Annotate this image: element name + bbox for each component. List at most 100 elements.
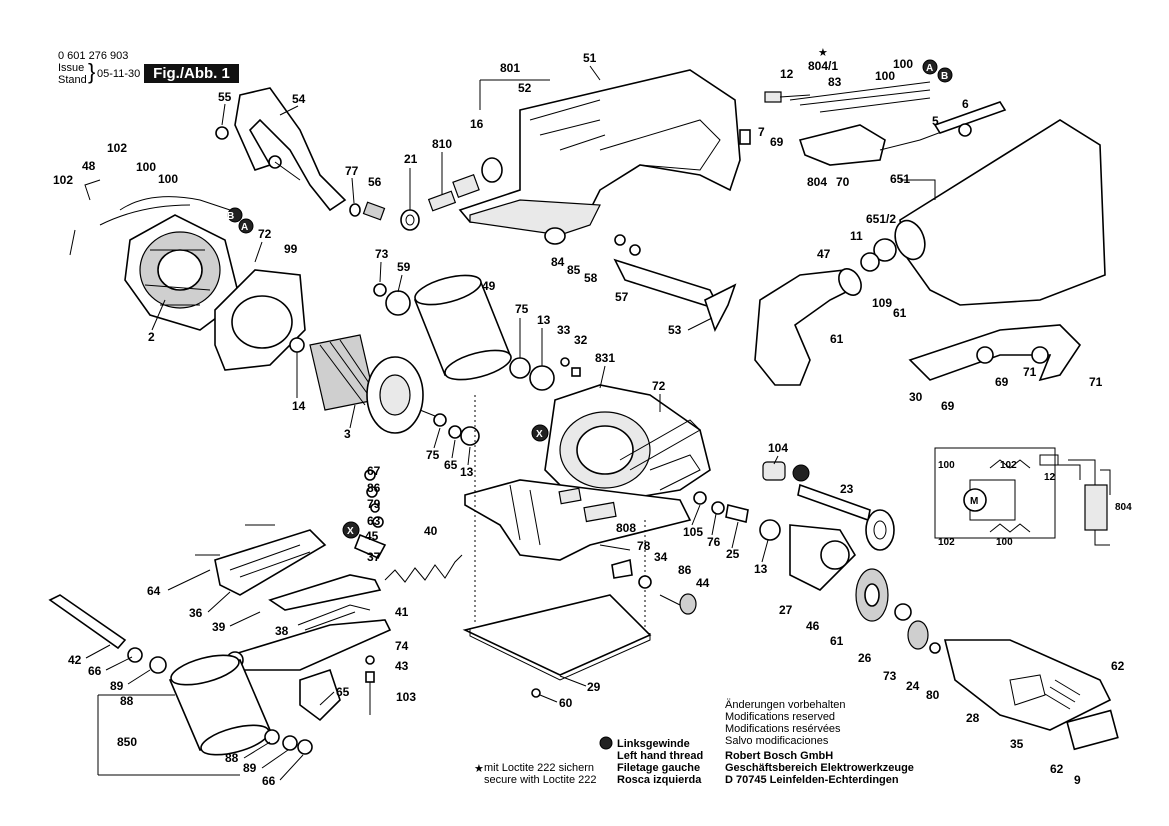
callout-83: 83: [828, 75, 842, 89]
callout-58: 58: [584, 271, 598, 285]
callout-26: 26: [858, 651, 872, 665]
company-name: Robert Bosch GmbH: [725, 750, 834, 762]
callout-73: 73: [375, 247, 389, 261]
callout-65b: 65: [336, 685, 350, 699]
callout-102: 102: [107, 141, 127, 155]
callout-69b: 69: [995, 375, 1009, 389]
callout-42: 42: [68, 653, 82, 667]
lever-45: [353, 533, 387, 560]
callout-27: 27: [779, 603, 793, 617]
small-parts-67-79: [364, 469, 384, 528]
callout-B: B: [941, 71, 948, 82]
callout-850: 850: [117, 735, 137, 749]
callout-40: 40: [424, 524, 438, 538]
wiring-label-102b: 102: [938, 537, 955, 548]
callout-16: 16: [470, 117, 484, 131]
callout-53: 53: [668, 323, 682, 337]
issue-date: 05-11-30: [97, 68, 141, 80]
roller-sleeve-49: [413, 274, 512, 381]
callout-6: 6: [962, 97, 969, 111]
callout-102b: 102: [53, 173, 73, 187]
callout-A2: A: [241, 222, 248, 233]
svg-text:★: ★: [474, 763, 484, 775]
callout-13c: 13: [754, 562, 768, 576]
wiring-label-804: 804: [1115, 502, 1132, 513]
note-changes-fr: Modifications resérvées: [725, 723, 841, 735]
callout-105: 105: [683, 525, 703, 539]
leaf-spring-38: [297, 604, 371, 631]
callout-71b: 71: [1089, 375, 1103, 389]
callout-B2: B: [227, 211, 234, 222]
dust-bag: [860, 119, 1106, 306]
callout-71: 71: [1023, 365, 1037, 379]
clamp-bracket: [215, 87, 386, 221]
legend-loctite-en: secure with Loctite 222: [484, 774, 597, 786]
callout-69: 69: [770, 135, 784, 149]
callout-47: 47: [817, 247, 831, 261]
screws-78-44: [599, 544, 697, 615]
callout-28: 28: [966, 711, 980, 725]
legend-loctite-de: mit Loctite 222 sichern: [484, 762, 595, 774]
legend-left-hand-fr: Filetage gauche: [617, 762, 701, 774]
figure-label: Fig./Abb. 1: [144, 64, 239, 83]
callout-38: 38: [275, 624, 289, 638]
brush-assembly: [400, 157, 503, 231]
callout-85: 85: [567, 263, 581, 277]
callout-2: 2: [148, 330, 155, 344]
callout-54: 54: [292, 92, 306, 106]
svg-text:★: ★: [818, 47, 828, 59]
callout-810: 810: [432, 137, 452, 151]
callout-651-2: 651/2: [866, 212, 896, 226]
callout-30: 30: [909, 390, 923, 404]
note-changes-es: Salvo modificaciones: [725, 735, 829, 747]
callout-33: 33: [557, 323, 571, 337]
callout-11: 11: [850, 229, 863, 243]
drive-roller-850: [127, 647, 313, 756]
belt-platen-29: [462, 395, 652, 681]
callout-51: 51: [583, 51, 597, 65]
brace-symbol: }: [88, 59, 96, 84]
legend-left-hand-en: Left hand thread: [617, 750, 704, 762]
callout-29: 29: [587, 680, 601, 694]
dust-adapter: [754, 268, 862, 386]
callout-76: 76: [707, 535, 721, 549]
callout-56: 56: [368, 175, 382, 189]
callout-77: 77: [345, 164, 359, 178]
callout-75b: 75: [426, 448, 440, 462]
callout-89b: 89: [243, 761, 257, 775]
callout-36: 36: [189, 606, 203, 620]
tension-lever: [195, 524, 382, 611]
roller-bracket: [212, 619, 392, 722]
callout-13: 13: [537, 313, 551, 327]
fan-nut-59: [385, 290, 411, 316]
callout-24: 24: [906, 679, 920, 693]
callout-80: 80: [926, 688, 940, 702]
callout-86: 86: [367, 481, 381, 495]
key-32: [571, 367, 581, 377]
callout-25: 25: [726, 547, 740, 561]
issue-label: Issue: [58, 62, 85, 74]
callout-49: 49: [482, 279, 496, 293]
gear-housing: [544, 384, 711, 501]
callout-61b: 61: [830, 332, 844, 346]
callout-57: 57: [615, 290, 629, 304]
callout-44: 44: [696, 576, 710, 590]
washer-33: [560, 357, 570, 367]
callout-X: X: [536, 429, 543, 440]
base-frame: [464, 479, 692, 561]
callout-103: 103: [396, 690, 416, 704]
screws-74-103: [365, 655, 375, 715]
callout-32: 32: [574, 333, 588, 347]
fan-baffle-ring: [214, 269, 306, 371]
callout-804: 804: [807, 175, 827, 189]
callout-39: 39: [212, 620, 226, 634]
bearing-14: [289, 337, 305, 353]
callout-84: 84: [551, 255, 565, 269]
callout-3: 3: [344, 427, 351, 441]
callout-69c: 69: [941, 399, 955, 413]
callout-63: 63: [367, 514, 381, 528]
callout-100b: 100: [893, 57, 913, 71]
callout-9: 9: [1074, 773, 1081, 787]
callout-66: 66: [88, 664, 102, 678]
